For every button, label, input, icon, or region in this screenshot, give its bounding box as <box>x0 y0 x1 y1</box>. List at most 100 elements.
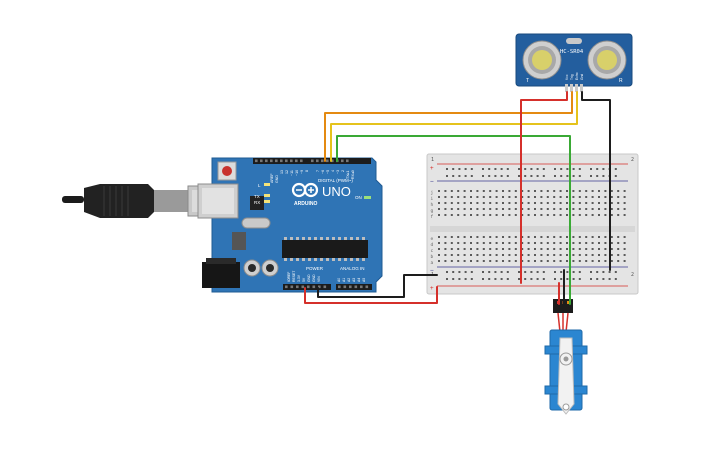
led-l <box>264 183 270 186</box>
wire-servo-signal-green[interactable] <box>336 135 571 305</box>
breadboard-hole <box>444 236 447 238</box>
breadboard-hole <box>572 248 575 250</box>
breadboard-hole <box>546 196 549 198</box>
mcu-pin <box>314 258 317 261</box>
breadboard-hole <box>578 248 581 250</box>
rail-hole <box>500 175 503 177</box>
wire-echo-yellow[interactable] <box>330 91 578 162</box>
digital-header-label: DIGITAL (PWM~) <box>318 178 353 183</box>
pin-label-6: ~6 <box>321 170 325 174</box>
pin-label-a2: A2 <box>347 278 351 282</box>
rail-hole <box>596 278 599 280</box>
wires <box>304 91 611 305</box>
breadboard-hole <box>559 202 562 204</box>
mcu-pin <box>308 258 311 261</box>
sensor-pin-vcc[interactable] <box>565 84 568 92</box>
sensor-pin-trig[interactable] <box>570 84 573 92</box>
wire-trig-orange[interactable] <box>324 91 573 162</box>
mcu-pin <box>290 237 293 240</box>
breadboard-hole <box>540 214 543 216</box>
rail-hole <box>464 168 467 170</box>
breadboard-hole <box>617 214 620 216</box>
breadboard-hole <box>521 190 524 192</box>
breadboard-hole <box>559 196 562 198</box>
wire-sensor-gnd-black[interactable] <box>581 91 611 271</box>
breadboard-hole <box>527 214 530 216</box>
breadboard-hole <box>476 190 479 192</box>
analog-header[interactable] <box>336 284 372 290</box>
servo-motor[interactable] <box>544 299 588 415</box>
breadboard-hole <box>623 214 626 216</box>
breadboard-hole <box>444 260 447 262</box>
breadboard-hole <box>591 202 594 204</box>
digital-pin-hole <box>280 159 283 163</box>
row-letters: j i h g f e d c b a <box>431 190 434 266</box>
breadboard-hole <box>610 254 613 256</box>
rail-hole <box>494 168 497 170</box>
sensor-pin-echo[interactable] <box>575 84 578 92</box>
board-model-label: UNO <box>322 184 351 199</box>
breadboard-hole <box>598 196 600 198</box>
led-tx <box>264 194 270 197</box>
rail-hole <box>596 168 599 170</box>
row-letter-a: a <box>431 261 434 266</box>
breadboard-hole <box>521 208 524 210</box>
breadboard-hole <box>598 202 600 204</box>
mcu-pin <box>302 258 305 261</box>
arduino-uno-board[interactable]: L TX RX ON UNO ARDUINO AREF GND 13 12 ~1… <box>197 157 383 293</box>
rail-hole <box>452 168 455 170</box>
digital-pin-hole <box>255 159 258 163</box>
breadboard[interactable]: 1 2 1 2 + + − − j i h g f e d c b a <box>426 153 639 295</box>
breadboard-hole <box>514 190 517 192</box>
breadboard-hole <box>457 248 460 250</box>
row-letter-j: j <box>431 190 434 196</box>
breadboard-hole <box>438 236 440 238</box>
sensor-pin-label-gnd: Gnd <box>580 74 584 80</box>
sensor-pins[interactable] <box>565 84 583 92</box>
wire-sensor-vcc-red[interactable] <box>520 91 568 284</box>
usb-cable-wire <box>62 196 84 203</box>
row-letter-b: b <box>431 254 434 260</box>
pin-label-12: 12 <box>285 170 289 174</box>
servo-shaft-screw <box>563 356 569 362</box>
breadboard-hole <box>598 208 600 210</box>
rail-hole <box>530 175 533 177</box>
power-pin-hole <box>301 285 305 289</box>
breadboard-hole <box>585 208 588 210</box>
breadboard-hole <box>540 254 543 256</box>
rail-hole <box>452 271 455 273</box>
breadboard-hole <box>604 208 607 210</box>
ultrasonic-sensor-hc-sr04[interactable]: HC-SR04 T R Vcc Trig Echo Gnd <box>515 33 633 92</box>
rail-hole <box>572 175 575 177</box>
power-jack[interactable] <box>202 262 240 288</box>
mcu-pin <box>296 237 299 240</box>
wire-5v-red[interactable] <box>304 286 438 304</box>
reset-button-cap[interactable] <box>222 166 232 176</box>
rail-hole <box>614 168 617 170</box>
sensor-label: HC-SR04 <box>560 49 584 55</box>
breadboard-hole <box>553 236 556 238</box>
servo-horn[interactable] <box>557 337 575 415</box>
breadboard-hole <box>482 208 485 210</box>
sensor-pin-gnd[interactable] <box>580 84 583 92</box>
wire-gnd-black[interactable] <box>317 274 438 298</box>
rail-hole <box>464 271 467 273</box>
rail-hole <box>530 271 533 273</box>
breadboard-hole <box>610 208 613 210</box>
breadboard-hole <box>598 260 600 262</box>
pin-label-3: ~3 <box>336 170 340 174</box>
row-letter-e: e <box>431 237 434 242</box>
rail-hole <box>602 271 605 273</box>
power-jack-top <box>206 258 236 264</box>
rail-label-bottom-right: 2 <box>631 272 634 278</box>
rail-hole <box>602 175 605 177</box>
breadboard-hole <box>604 242 607 244</box>
breadboard-hole <box>591 248 594 250</box>
breadboard-hole <box>553 196 556 198</box>
breadboard-hole <box>623 248 626 250</box>
rail-hole <box>458 271 461 273</box>
led-on <box>364 196 371 199</box>
breadboard-hole <box>572 254 575 256</box>
breadboard-hole <box>604 254 607 256</box>
rail-hole <box>590 271 592 273</box>
